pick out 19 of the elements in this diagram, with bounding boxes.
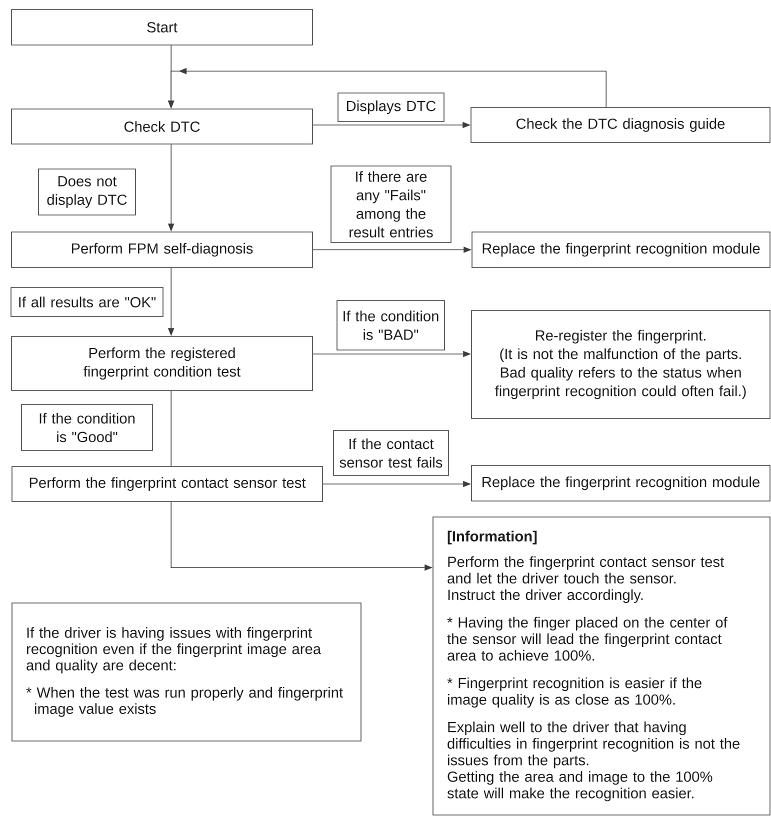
process-box: Check DTC [11,108,313,144]
edge-label: Displays DTC [338,92,444,122]
edge-label: If the condition is "BAD" [336,300,445,350]
edge-label: Does not display DTC [38,168,136,216]
edge-label: If the condition is "Good" [21,404,153,451]
process-box: Perform FPM self-diagnosis [11,232,313,268]
process-box: Check the DTC diagnosis guide [470,107,770,143]
process-box: Replace the fingerprint recognition module [472,232,770,268]
process-box: Re-register the fingerprint. (It is not the malfunction of the parts. Bad quality refers to the status when fingerprint recognition could often fail.) [471,310,770,419]
note-box: [Information] Perform the fingerprint contact sensor test and let the driver touch the sensor. Instruct the driver accordingly. * Having the finger placed on the center of the sensor will lead the fingerprint contact area to achieve 100%. * Fingerprint recognition is easier if the image quality is as close as 100%. Explain well to the driver that having difficulties in fingerprint recognition is not the issues from the parts. Getting the area and image to the 100% state will make the recognition easier. [432,516,770,816]
edge-label: If the contact sensor test fails [333,430,449,476]
note-box: If the driver is having issues with fingerprint recognition even if the fingerprint image area and quality are decent: * When the test was run properly and fingerprint image value exists [12,602,362,742]
process-box: Perform the registered fingerprint condition test [11,336,313,391]
process-box: Replace the fingerprint recognition module [471,465,770,502]
connector-line [170,390,172,466]
edge-label: If there are any "Fails" among the result entries [330,166,452,243]
edge-label: If all results are "OK" [10,287,164,317]
start-box: Start [11,9,313,46]
process-box: Perform the fingerprint contact sensor test [12,466,323,502]
